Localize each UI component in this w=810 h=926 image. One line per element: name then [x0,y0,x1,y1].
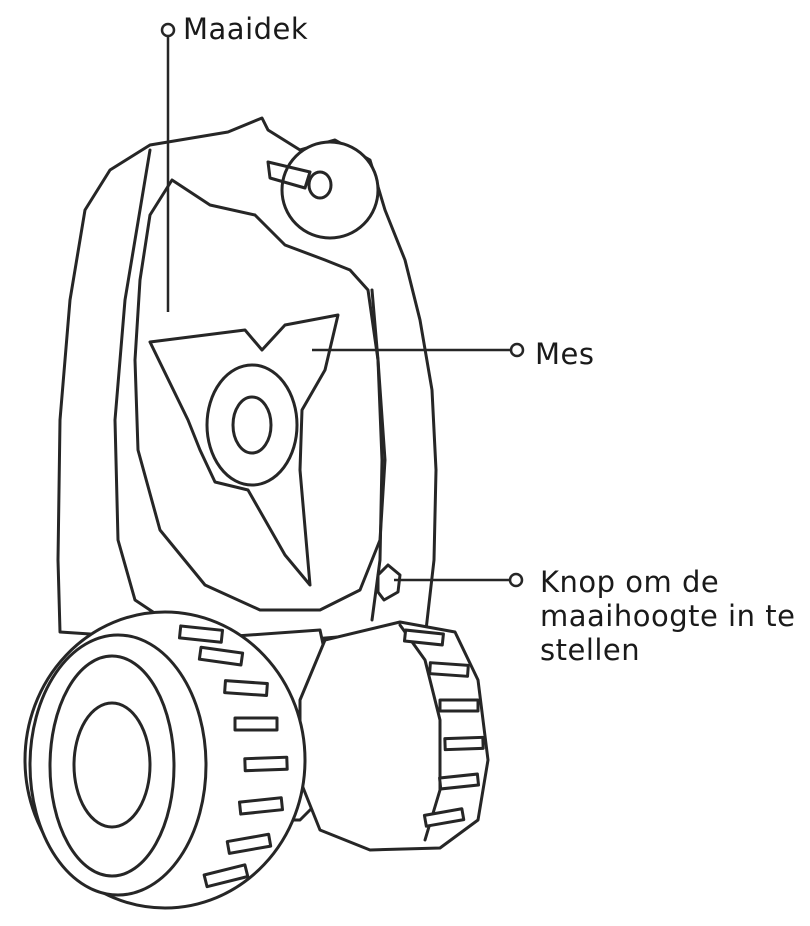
rear-wheel-right-rim [398,623,442,842]
rear-wheel-left-hub [72,701,152,829]
leader-dot-maaidek [160,22,176,38]
height-adjust-knob [376,563,402,602]
right-wheel-treads [402,628,485,828]
callout-mes: Mes [535,337,595,371]
callout-knop-line-3: stellen [540,633,641,667]
caster-bracket [266,160,312,190]
callout-knop: Knop om de maaihoogte in te stellen [540,565,795,667]
mower-inner-contour [113,148,182,632]
blade-hub-inner [231,395,273,455]
callout-knop-line-2: maaihoogte in te [540,599,796,633]
front-caster-hub [307,170,333,200]
mowing-deck-outline [133,178,387,612]
callout-knop-line-1: Knop om de [540,565,720,599]
leader-dot-knop [508,572,524,588]
leader-dot-mes [509,342,525,358]
left-wheel-treads [177,624,289,889]
callout-maaidek: Maaidek [183,12,309,46]
rear-wheel-left-rim [48,654,176,878]
